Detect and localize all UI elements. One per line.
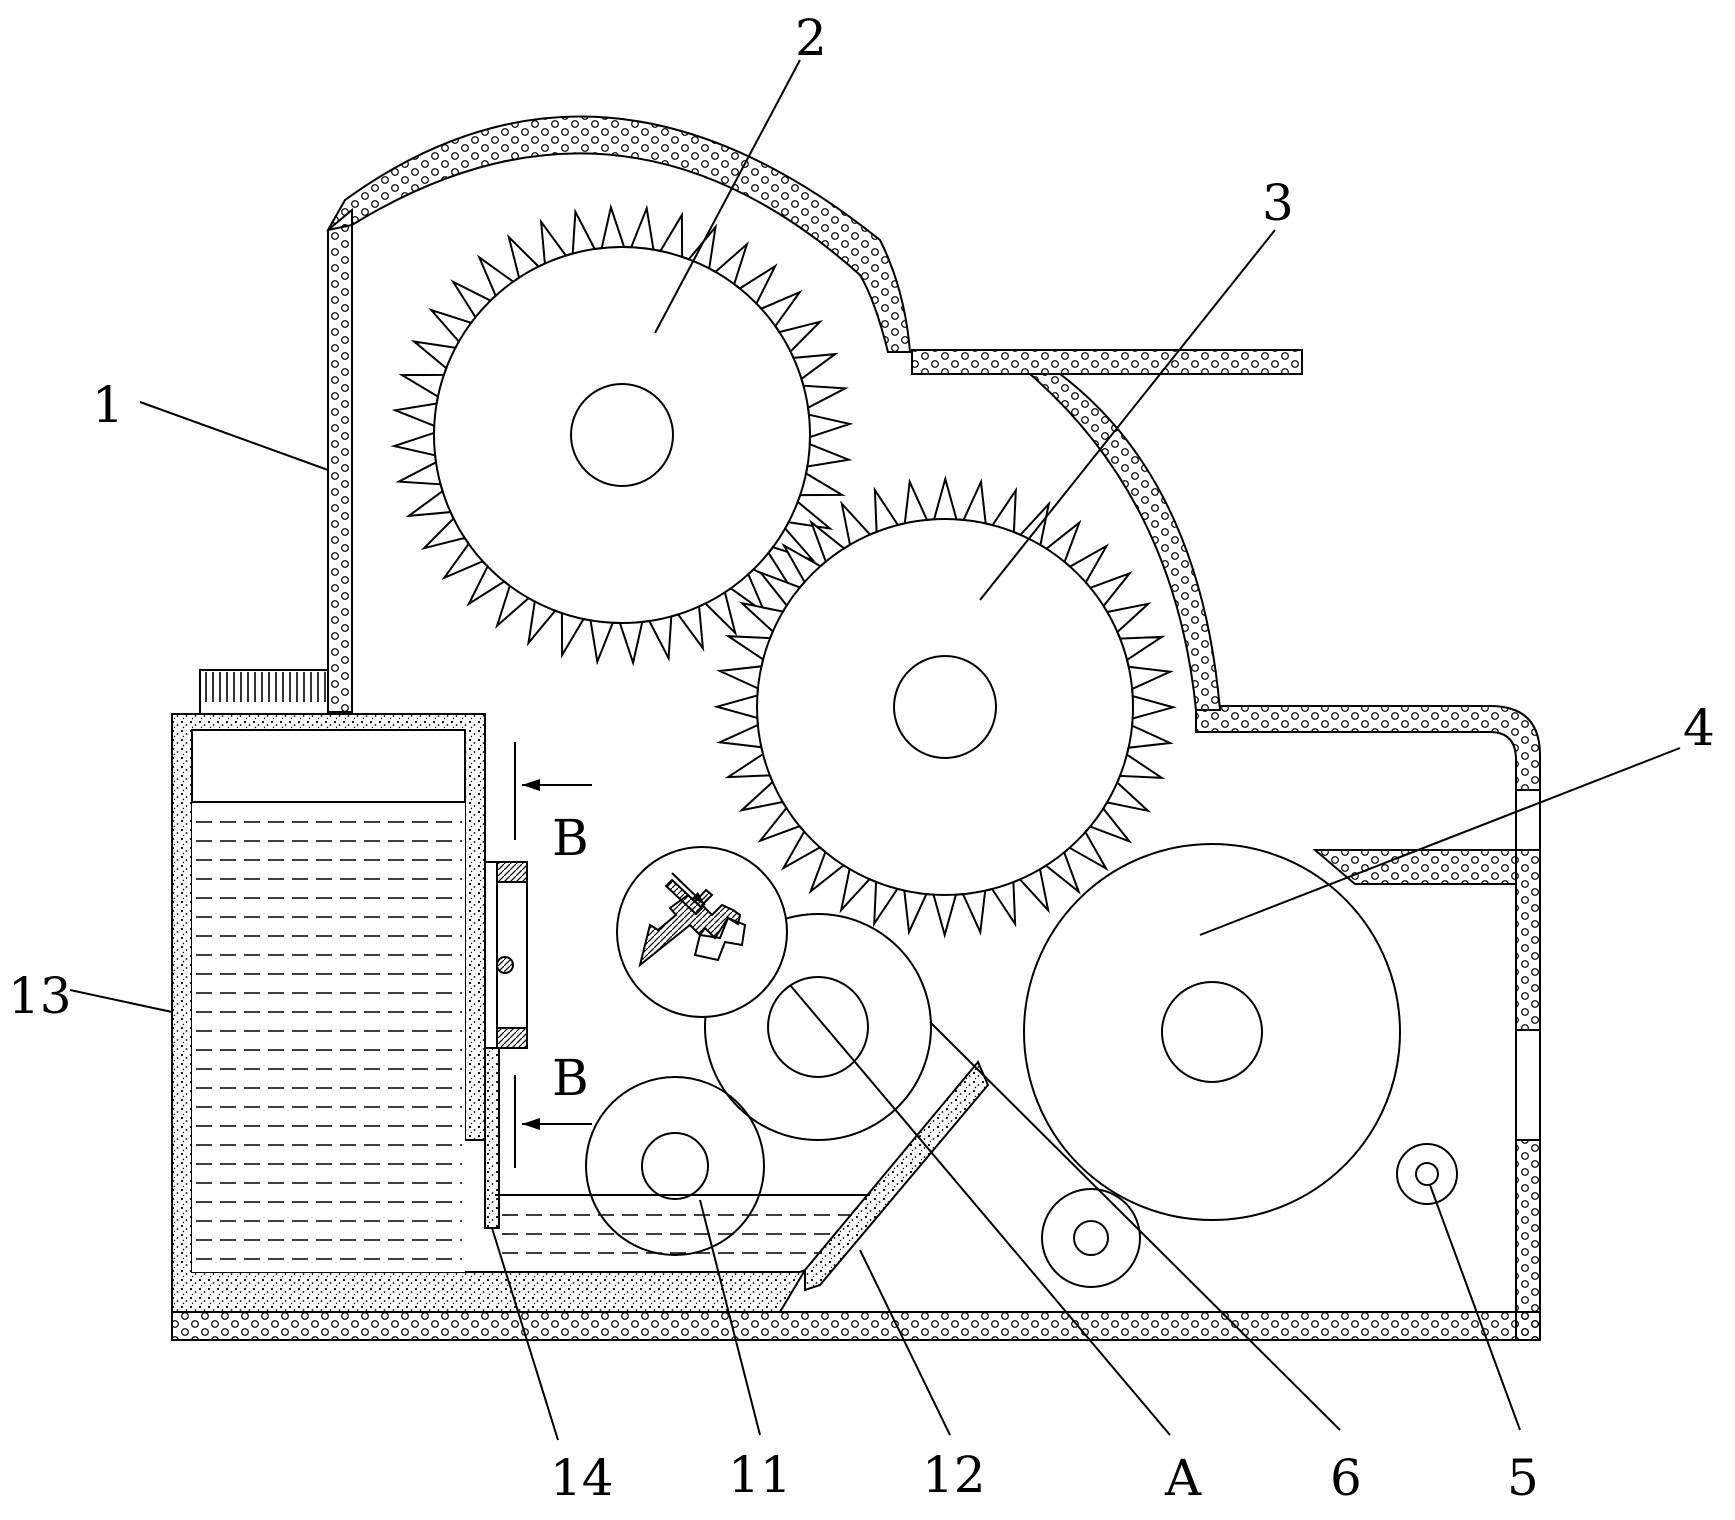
small-roller-hub bbox=[1073, 1220, 1109, 1256]
housing-right-step bbox=[1195, 705, 1541, 1341]
leader-13 bbox=[69, 989, 173, 1013]
gear-3-hub bbox=[893, 655, 997, 759]
roller-6-hub bbox=[767, 976, 869, 1078]
roller-6-body bbox=[704, 913, 932, 1141]
leader-1 bbox=[139, 401, 329, 471]
roller-6 bbox=[704, 913, 932, 1141]
leader-6 bbox=[929, 1021, 1341, 1431]
leader-a bbox=[789, 984, 1171, 1436]
label-3: 3 bbox=[1262, 174, 1294, 232]
leader-5 bbox=[1429, 1184, 1521, 1431]
housing-right-slot-upper bbox=[1515, 789, 1541, 851]
section-marker-upper bbox=[514, 742, 592, 840]
roller-4-hub bbox=[1161, 981, 1263, 1083]
housing-left-wall bbox=[327, 207, 353, 713]
label-4: 4 bbox=[1683, 699, 1715, 757]
label-13: 13 bbox=[8, 967, 72, 1025]
housing-top-arc bbox=[326, 115, 912, 353]
label-5: 5 bbox=[1507, 1449, 1539, 1507]
gear-2-body bbox=[433, 246, 811, 624]
partition-plate bbox=[484, 861, 528, 1229]
label-11: 11 bbox=[728, 1446, 792, 1504]
gear-3-teeth bbox=[713, 475, 1177, 939]
liquid-level-lines bbox=[196, 821, 462, 1260]
gear-3 bbox=[713, 475, 1177, 939]
leader-14 bbox=[491, 1227, 559, 1441]
slide-valve-body bbox=[484, 861, 528, 1049]
detail-a-cross-arm bbox=[664, 878, 704, 916]
housing-outlet-plate bbox=[911, 349, 1303, 375]
roller-4 bbox=[1023, 843, 1401, 1221]
label-12: 12 bbox=[922, 1446, 986, 1504]
gear-2 bbox=[390, 203, 854, 667]
guide-shelf bbox=[1312, 849, 1517, 885]
slide-valve-bottom-cap bbox=[496, 1027, 528, 1049]
leader-lines bbox=[69, 59, 1681, 1441]
detail-a-bracket bbox=[693, 916, 747, 962]
leader-11 bbox=[699, 1199, 761, 1436]
housing-base bbox=[171, 1311, 1541, 1341]
label-1: 1 bbox=[92, 376, 124, 434]
label-2: 2 bbox=[795, 9, 827, 67]
section-marker-lower bbox=[514, 1075, 592, 1168]
detail-a-arrow-head bbox=[692, 892, 705, 905]
slide-valve-top-cap bbox=[496, 861, 528, 883]
label-a: A bbox=[1164, 1449, 1202, 1507]
pin-5-outer bbox=[1396, 1143, 1458, 1205]
pin-5-inner bbox=[1415, 1162, 1439, 1186]
leader-2 bbox=[654, 59, 801, 334]
label-b-upper: B bbox=[552, 809, 589, 867]
roller-11-body bbox=[585, 1076, 765, 1256]
small-roller bbox=[1041, 1188, 1141, 1288]
label-14: 14 bbox=[550, 1449, 614, 1507]
liquid-lines-basin bbox=[502, 1214, 852, 1254]
part-labels: 1 2 3 4 5 6 A 11 12 13 14 B B bbox=[8, 9, 1715, 1507]
pin-5 bbox=[1396, 1143, 1458, 1205]
housing-right-slot-lower bbox=[1515, 1029, 1541, 1141]
roller-4-body bbox=[1023, 843, 1401, 1221]
tank-cap bbox=[199, 669, 329, 715]
tank-cap-ribs bbox=[205, 672, 326, 702]
leader-4 bbox=[1199, 747, 1681, 936]
detail-a bbox=[616, 846, 788, 1018]
slide-valve-pin bbox=[496, 956, 514, 974]
housing bbox=[171, 115, 1541, 1341]
roller-11 bbox=[585, 1076, 765, 1256]
leader-12 bbox=[859, 1249, 951, 1436]
leader-3 bbox=[979, 229, 1276, 601]
roller-11-hub bbox=[641, 1132, 709, 1200]
label-6: 6 bbox=[1330, 1449, 1362, 1507]
gear-2-hub bbox=[570, 383, 674, 487]
inclined-guide-plate bbox=[804, 1060, 990, 1292]
label-b-lower: B bbox=[552, 1049, 589, 1107]
water-tank bbox=[171, 669, 870, 1313]
small-roller-body bbox=[1041, 1188, 1141, 1288]
tank-liquid bbox=[192, 802, 465, 1272]
partition-plate-strip bbox=[484, 1047, 500, 1229]
gear-3-body bbox=[756, 518, 1134, 896]
